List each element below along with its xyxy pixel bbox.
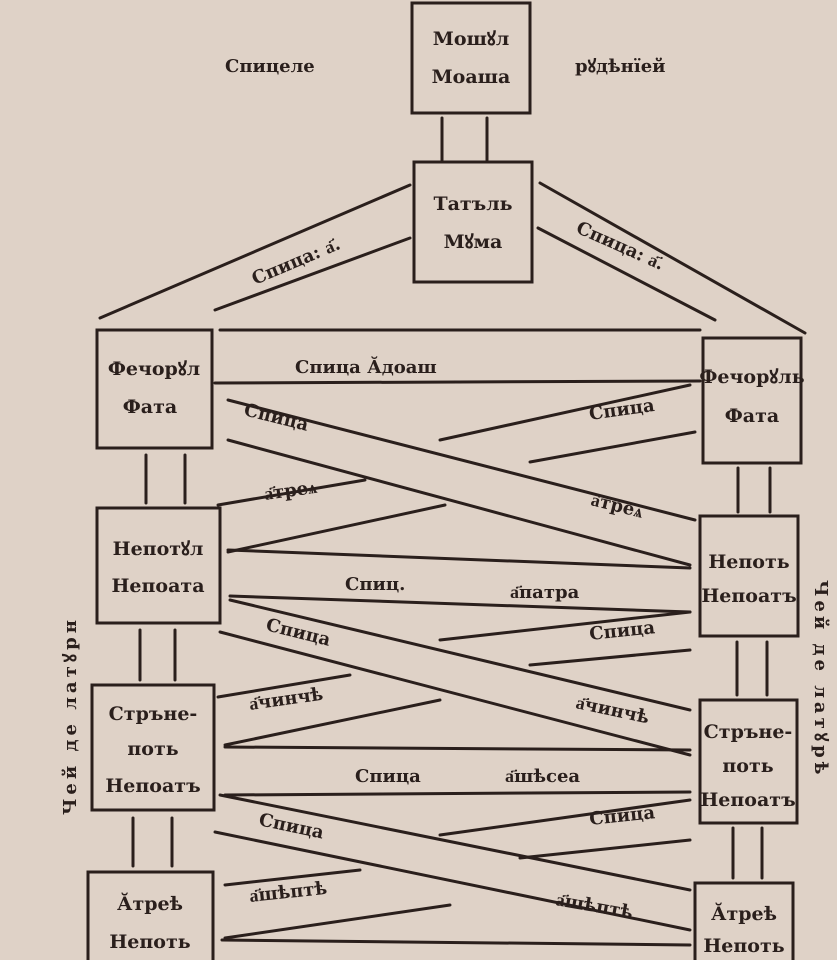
- parents-line-1: Татъль: [433, 193, 512, 215]
- grandchild-right-line-2: Непоатъ: [701, 585, 796, 607]
- child-left-line-1: Фечорꙋл: [108, 358, 200, 380]
- header-right: рꙋдѣнїей: [575, 56, 666, 77]
- box-child-left: [95, 328, 214, 450]
- grandparents-line-1: Мошꙋл: [433, 28, 509, 50]
- box-gggchild-right: [693, 881, 795, 960]
- ggchild-right-line-2: поть: [722, 755, 773, 777]
- spita-3-label-b: Спица: [588, 395, 656, 425]
- spita-3-label-a: Спица: [242, 399, 311, 435]
- gggchild-left-line-2: Непоть: [109, 931, 190, 953]
- spita-7-label-c: а҃шѣптѣ: [554, 889, 634, 923]
- grandparents-line-2: Моаша: [432, 66, 511, 88]
- spita-3-label-d: а҃треѧ: [589, 489, 646, 522]
- spita-6-label-b: а҃шѣсеа: [505, 766, 580, 787]
- spita-3-label-c: а҃треѧ: [263, 477, 319, 505]
- gggchild-right-line-2: Непоть: [703, 935, 784, 957]
- ggchild-left-line-1: Стрънe-: [109, 703, 198, 725]
- box-grandchild-right: [698, 514, 800, 638]
- ggchild-right-line-3: Непоатъ: [700, 789, 795, 811]
- box-grandparents: [410, 1, 532, 115]
- ggchild-left-line-2: поть: [127, 738, 178, 760]
- box-parents: [412, 160, 534, 284]
- gggchild-left-line-1: Ӑтреѣ: [117, 892, 183, 915]
- grandchild-right-line-1: Непоть: [708, 551, 789, 573]
- box-child-right: [701, 336, 803, 465]
- box-ggchild-right: [698, 698, 799, 825]
- child-left-line-2: Фата: [123, 396, 177, 418]
- side-right-label: Чей де латꙋрѣ: [810, 580, 831, 778]
- spita-2-label: Спица Ӑдоаш: [295, 355, 437, 378]
- spita-6-label-c: Спица: [588, 802, 656, 830]
- spita-5-label-b: а҃чинчѣ: [248, 684, 325, 715]
- ggchild-left-line-3: Непоатъ: [105, 775, 200, 797]
- box-grandchild-left: [95, 506, 222, 625]
- header-left: Спицеле: [225, 56, 315, 77]
- side-left-label: Чей де латꙋрн: [60, 616, 81, 815]
- spita-6-label-a: Спица: [355, 766, 421, 787]
- box-gggchild-left: [86, 870, 215, 960]
- child-right-line-2: Фата: [725, 405, 779, 427]
- spoke-lines: [98, 181, 807, 947]
- grandchild-left-line-2: Непоата: [111, 575, 204, 597]
- parents-line-2: Мꙋма: [444, 231, 503, 253]
- grandchild-left-line-1: Непотꙋл: [113, 538, 204, 560]
- child-right-line-1: Фечорꙋль: [699, 366, 804, 388]
- vertical-connectors: [131, 116, 772, 880]
- gggchild-right-line-1: Ӑтреѣ: [711, 902, 777, 925]
- spita-4-label-a: Спиц.: [345, 574, 405, 595]
- ggchild-right-line-1: Стрънe-: [704, 721, 793, 743]
- box-ggchild-left: [90, 683, 216, 812]
- spita-4-label-b: а҃патра: [510, 582, 580, 603]
